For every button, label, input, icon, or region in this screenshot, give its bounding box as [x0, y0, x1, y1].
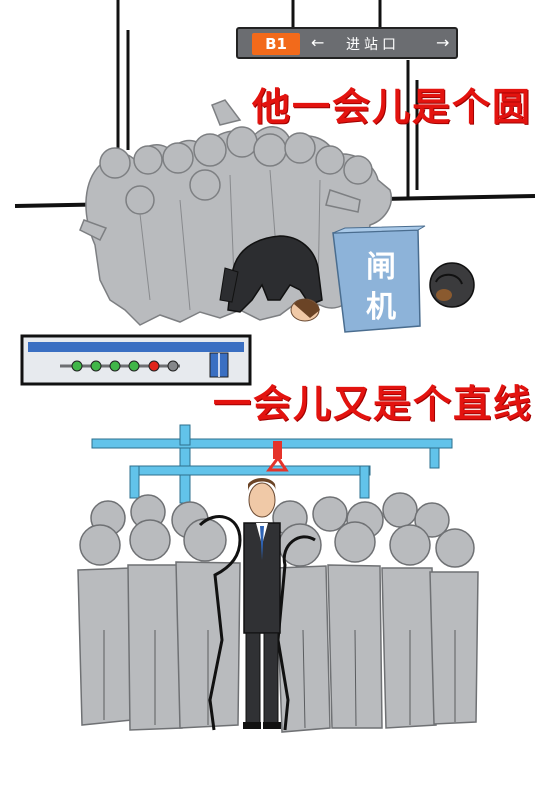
bottom-crowd-lines — [103, 629, 456, 729]
entrance-label: 进站口 — [346, 37, 400, 53]
metro-route-display — [20, 334, 252, 386]
standing-man — [243, 478, 281, 729]
gate-label-char1: 闸 — [366, 250, 396, 285]
bent-over-man — [219, 235, 323, 322]
gate-label-char2: 机 — [366, 290, 396, 325]
ticket-gate — [332, 225, 426, 333]
station-level-badge: B1 — [252, 33, 300, 55]
right-arrow-icon: → — [436, 33, 450, 52]
left-arrow-icon: ← — [311, 33, 325, 52]
hand-strap — [266, 441, 289, 472]
overhead-handrail — [91, 424, 453, 504]
dropped-bag — [429, 262, 475, 308]
caption-bottom: 一会儿又是个直线 — [213, 381, 534, 426]
caption-top: 他一会儿是个圆 — [252, 84, 533, 129]
